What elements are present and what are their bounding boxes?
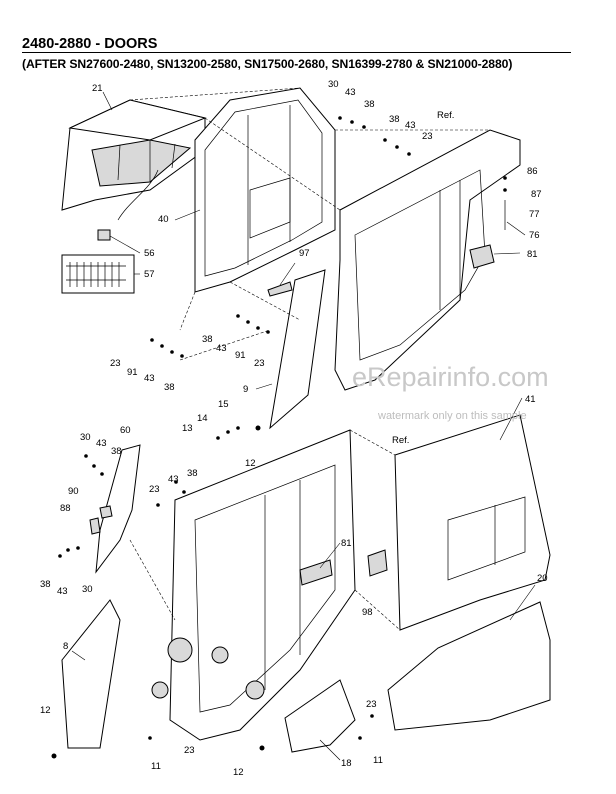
part-60-left-post — [89, 444, 141, 574]
upper-frame-ref — [334, 129, 521, 391]
page-title: 2480-2880 - DOORS — [22, 36, 571, 53]
part-56-clip — [97, 229, 111, 241]
callout-12: 12 — [245, 458, 256, 469]
callout-43: 43 — [57, 586, 68, 597]
callout-38: 38 — [40, 579, 51, 590]
callout-12: 12 — [233, 767, 244, 778]
callout-15: 15 — [218, 399, 229, 410]
part-9-post-trim — [269, 269, 326, 430]
callout-57: 57 — [144, 269, 155, 280]
callout-38: 38 — [364, 99, 375, 110]
callout-labels: 21 30 43 38 38 43 23 Ref. 86 87 77 76 81… — [40, 79, 548, 778]
part-20-lower-panel — [387, 601, 551, 731]
callout-14: 14 — [197, 413, 208, 424]
callout-43: 43 — [96, 438, 107, 449]
callout-91: 91 — [235, 350, 246, 361]
callout-60: 60 — [120, 425, 131, 436]
callout-43: 43 — [144, 373, 155, 384]
part-81-bracket — [469, 244, 495, 269]
callout-40: 40 — [158, 214, 169, 225]
part-21-storage-box — [61, 91, 207, 221]
callout-12: 12 — [40, 705, 51, 716]
callout-11: 11 — [373, 755, 383, 766]
callout-30: 30 — [82, 584, 93, 595]
callout-23: 23 — [366, 699, 377, 710]
assembly-lines — [129, 87, 490, 631]
callout-43: 43 — [405, 120, 416, 131]
watermark-note: watermark only on this sample — [378, 410, 527, 422]
callout-90: 90 — [68, 486, 79, 497]
callout-76: 76 — [529, 230, 540, 241]
callout-77: 77 — [529, 209, 540, 220]
part-98-latch — [367, 549, 388, 577]
callout-81: 81 — [341, 538, 352, 549]
callout-ref: Ref. — [437, 110, 454, 121]
part-81-lower-bracket — [299, 559, 333, 586]
callout-8: 8 — [63, 641, 68, 652]
callout-38: 38 — [111, 446, 122, 457]
callout-38: 38 — [389, 114, 400, 125]
callout-20: 20 — [537, 573, 548, 584]
callout-18: 18 — [341, 758, 352, 769]
callout-13: 13 — [182, 423, 193, 434]
callout-91: 91 — [127, 367, 138, 378]
callout-38: 38 — [164, 382, 175, 393]
callout-97: 97 — [299, 248, 310, 259]
callout-leaders — [71, 209, 536, 761]
callout-23: 23 — [184, 745, 195, 756]
callout-38: 38 — [202, 334, 213, 345]
callout-56: 56 — [144, 248, 155, 259]
part-97-handle — [267, 281, 293, 297]
page-subtitle: (AFTER SN27600-2480, SN13200-2580, SN175… — [22, 57, 513, 71]
part-57-fastener-kit — [61, 254, 135, 294]
callout-88: 88 — [60, 503, 71, 514]
callout-11: 11 — [151, 761, 161, 772]
callout-41: 41 — [525, 394, 536, 405]
part-18-lower-trim — [284, 679, 356, 753]
callout-30: 30 — [80, 432, 91, 443]
callout-43: 43 — [216, 343, 227, 354]
part-41-side-window — [394, 414, 551, 631]
callout-23: 23 — [149, 484, 160, 495]
callout-21: 21 — [92, 83, 103, 94]
part-8-left-trim — [61, 599, 121, 749]
callout-38: 38 — [187, 468, 198, 479]
callout-23: 23 — [254, 358, 265, 369]
callout-9: 9 — [243, 384, 248, 395]
callout-86: 86 — [527, 166, 538, 177]
callout-43: 43 — [168, 474, 179, 485]
callout-43: 43 — [345, 87, 356, 98]
callout-98: 98 — [362, 607, 373, 618]
callout-81: 81 — [527, 249, 538, 260]
callout-ref: Ref. — [392, 435, 409, 446]
callout-23: 23 — [422, 131, 433, 142]
watermark-site: eRepairinfo.com — [352, 362, 549, 392]
main-cab-frame — [151, 429, 356, 741]
part-40-door-frame — [179, 87, 336, 331]
callout-23: 23 — [110, 358, 121, 369]
callout-87: 87 — [531, 189, 542, 200]
callout-30: 30 — [328, 79, 339, 90]
